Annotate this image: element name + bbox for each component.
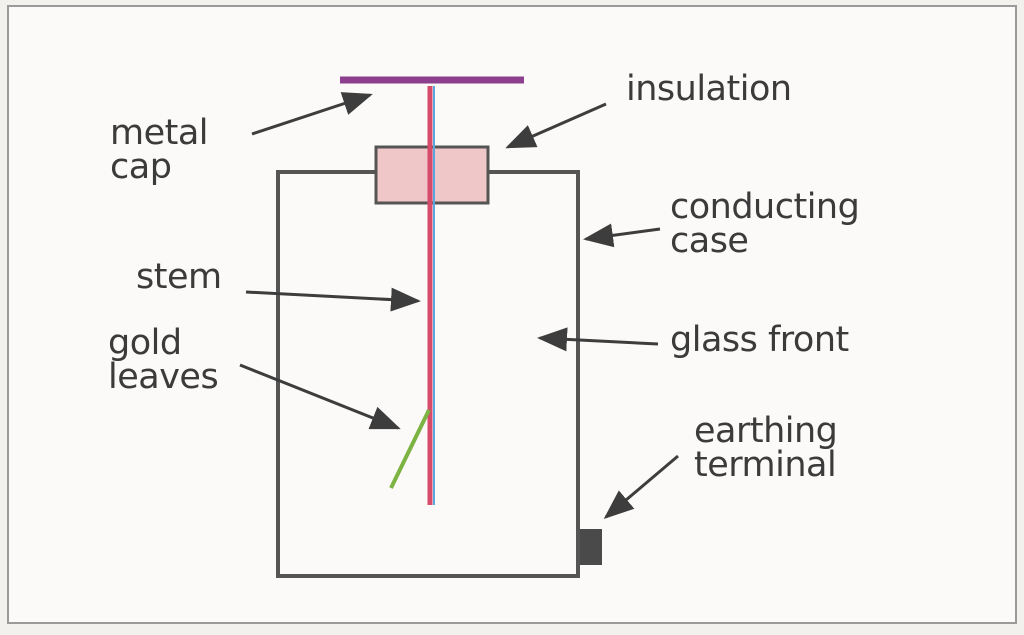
diagram-frame (7, 5, 1017, 624)
gold-leaves-label-line1: gold (108, 323, 182, 363)
glass-front-arrow (537, 327, 659, 352)
glass-front-label: glass front (670, 320, 849, 360)
insulation-label: insulation (626, 69, 792, 109)
conducting-case-label: conducting case (670, 187, 860, 261)
stem-arrow (245, 287, 421, 312)
stem-label: stem (136, 257, 222, 297)
gold-leaves-label: gold leaves (108, 323, 219, 397)
earthing-terminal-label-line1: earthing (694, 411, 838, 451)
conducting-case-label-line1: conducting (670, 187, 860, 227)
gold-leaf (389, 409, 431, 489)
conducting-case-arrow (583, 223, 661, 248)
metal-cap-label-line2: cap (110, 147, 172, 187)
earthing-terminal-arrow (603, 454, 679, 519)
earthing-terminal-label-line2: terminal (694, 445, 837, 485)
insulation-arrow (505, 102, 607, 149)
earthing-terminal-label: earthing terminal (694, 411, 838, 485)
metal-cap-label: metal cap (110, 113, 209, 187)
metal-cap-label-line1: metal (110, 113, 209, 153)
gold-leaves-label-line2: leaves (108, 357, 219, 397)
conducting-case-label-line2: case (670, 221, 749, 261)
metal-cap-arrow (251, 92, 373, 136)
earthing-terminal (580, 529, 602, 565)
gold-leaves-arrow (239, 363, 401, 430)
